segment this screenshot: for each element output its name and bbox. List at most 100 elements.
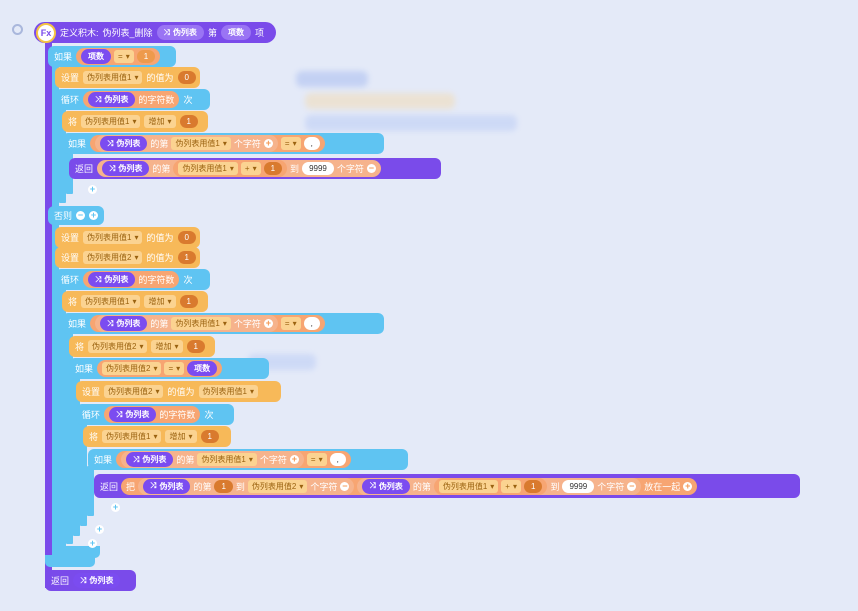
change-block[interactable]: 将 伪列表用值1 ▾ 增加 ▾ 1 xyxy=(62,111,208,132)
letter-of-operator[interactable]: ⤨伪列表 的第 伪列表用值1 ▾ 个字符 + xyxy=(95,315,278,332)
increase-dropdown[interactable]: 增加 ▾ xyxy=(151,340,183,353)
num-input[interactable]: 9999 xyxy=(302,162,334,175)
var-dropdown[interactable]: 伪列表用值2 ▾ xyxy=(88,340,148,353)
set-block[interactable]: 设置 伪列表用值2 ▾ 的值为 1 xyxy=(55,247,200,268)
if-block-4[interactable]: 如果 伪列表用值2 ▾ = ▾ 项数 xyxy=(69,358,269,379)
change-block[interactable]: 将 伪列表用值1 ▾ 增加 ▾ 1 xyxy=(62,291,208,312)
plus-operator[interactable]: 伪列表用值1 ▾ + ▾ 1 xyxy=(433,477,548,495)
list-reporter[interactable]: ⤨伪列表 xyxy=(109,407,157,422)
num-input[interactable]: 1 xyxy=(200,430,219,443)
var-reporter[interactable]: 伪列表用值1 ▾ xyxy=(171,317,231,330)
return-block-2[interactable]: 返回 把 ⤨伪列表 的第 1 到 伪列表用值2 ▾ 个字符 − ⤨伪列表 的第 … xyxy=(94,474,800,498)
num-input[interactable]: 0 xyxy=(177,71,196,84)
set-block[interactable]: 设置 伪列表用值1 ▾ 的值为 0 xyxy=(55,67,200,88)
eq-operator[interactable]: ⤨伪列表 的第 伪列表用值1 ▾ 个字符 + = ▾ , xyxy=(90,315,325,332)
num-input[interactable]: 0 xyxy=(177,231,196,244)
num-input[interactable]: 1 xyxy=(523,479,543,493)
items-reporter[interactable]: 项数 xyxy=(81,49,112,64)
eq-operator[interactable]: ⤨伪列表 的第 伪列表用值1 ▾ 个字符 + = ▾ , xyxy=(90,135,325,152)
set-block[interactable]: 设置 伪列表用值2 ▾ 的值为 伪列表用值1 ▾ xyxy=(76,381,281,402)
define-block[interactable]: Fx 定义积木: 伪列表_删除 ⤨伪列表 第 项数 项 xyxy=(34,22,276,43)
plus-dropdown[interactable]: + ▾ xyxy=(240,162,261,175)
var-dropdown[interactable]: 伪列表用值1 ▾ xyxy=(81,295,141,308)
text-input[interactable]: , xyxy=(329,453,346,466)
loop-block-3[interactable]: 循环 ⤨伪列表 的字符数 次 xyxy=(76,404,234,425)
eq-dropdown[interactable]: = ▾ xyxy=(280,317,301,330)
eq-operator[interactable]: ⤨伪列表 的第 伪列表用值1 ▾ 个字符 + = ▾ , xyxy=(116,451,351,468)
add-icon[interactable]: + xyxy=(89,210,98,220)
var-dropdown[interactable]: 伪列表用值1 ▾ xyxy=(102,430,162,443)
param-index[interactable]: 项数 xyxy=(220,25,251,40)
add-icon[interactable]: + xyxy=(95,524,104,534)
list-reporter[interactable]: ⤨伪列表 xyxy=(88,92,136,107)
var-reporter[interactable]: 伪列表用值1 ▾ xyxy=(178,162,238,175)
add-icon[interactable]: + xyxy=(111,502,120,512)
num-input[interactable]: 1 xyxy=(177,251,196,264)
num-input[interactable]: 1 xyxy=(263,162,283,175)
substring-operator[interactable]: ⤨伪列表 的第 伪列表用值1 ▾ + ▾ 1 到 9999 个字符 − xyxy=(357,477,642,495)
expand-icon[interactable]: + xyxy=(289,454,299,464)
list-reporter[interactable]: ⤨伪列表 xyxy=(362,478,410,494)
eq-operator[interactable]: 伪列表用值2 ▾ = ▾ 项数 xyxy=(97,360,223,377)
gear-icon[interactable] xyxy=(12,24,23,35)
eq-dropdown[interactable]: = ▾ xyxy=(280,137,301,150)
num-input[interactable]: 1 xyxy=(214,479,233,493)
plus-dropdown[interactable]: + ▾ xyxy=(501,479,521,493)
set-block[interactable]: 设置 伪列表用值1 ▾ 的值为 0 xyxy=(55,227,200,248)
increase-dropdown[interactable]: 增加 ▾ xyxy=(144,115,176,128)
change-block[interactable]: 将 伪列表用值2 ▾ 增加 ▾ 1 xyxy=(69,336,215,357)
var-dropdown[interactable]: 伪列表用值2 ▾ xyxy=(104,385,164,398)
list-reporter[interactable]: ⤨伪列表 xyxy=(143,478,191,494)
collapse-icon[interactable]: − xyxy=(340,480,350,491)
var-reporter[interactable]: 伪列表用值1 ▾ xyxy=(438,479,499,493)
expand-icon[interactable]: + xyxy=(683,480,693,491)
param-list[interactable]: ⤨伪列表 xyxy=(156,25,204,40)
change-block[interactable]: 将 伪列表用值1 ▾ 增加 ▾ 1 xyxy=(83,426,231,447)
join-operator[interactable]: 把 ⤨伪列表 的第 1 到 伪列表用值2 ▾ 个字符 − ⤨伪列表 的第 伪列表… xyxy=(121,477,698,495)
return-block-1[interactable]: 返回 ⤨伪列表 的第 伪列表用值1 ▾ + ▾ 1 到 9999 个字符 − xyxy=(69,158,441,179)
loop-block-1[interactable]: 循环 ⤨伪列表 的字符数 次 xyxy=(55,89,210,110)
expand-icon[interactable]: + xyxy=(263,138,273,148)
eq-dropdown[interactable]: = ▾ xyxy=(114,50,134,63)
expand-icon[interactable]: + xyxy=(263,318,273,328)
text-input[interactable]: , xyxy=(303,317,320,330)
num-input[interactable]: 1 xyxy=(136,50,156,63)
var-reporter[interactable]: 伪列表用值2 ▾ xyxy=(247,479,308,493)
increase-dropdown[interactable]: 增加 ▾ xyxy=(165,430,197,443)
var-dropdown[interactable]: 伪列表用值1 ▾ xyxy=(83,71,143,84)
length-operator[interactable]: ⤨伪列表 的字符数 xyxy=(83,91,180,108)
list-reporter[interactable]: ⤨伪列表 xyxy=(100,316,148,331)
if-block-5[interactable]: 如果 ⤨伪列表 的第 伪列表用值1 ▾ 个字符 + = ▾ , xyxy=(88,449,408,470)
list-reporter[interactable]: ⤨伪列表 xyxy=(100,136,148,151)
list-reporter[interactable]: ⤨伪列表 xyxy=(73,573,121,588)
collapse-icon[interactable]: − xyxy=(366,163,376,173)
list-reporter[interactable]: ⤨伪列表 xyxy=(126,452,174,467)
var-reporter[interactable]: 伪列表用值1 ▾ xyxy=(197,453,257,466)
items-reporter[interactable]: 项数 xyxy=(187,361,218,376)
letter-of-operator[interactable]: ⤨伪列表 的第 伪列表用值1 ▾ 个字符 + xyxy=(121,451,304,468)
increase-dropdown[interactable]: 增加 ▾ xyxy=(144,295,176,308)
add-icon[interactable]: + xyxy=(88,184,97,194)
if-block-1[interactable]: 如果 项数 = ▾ 1 xyxy=(48,46,176,67)
var-reporter[interactable]: 伪列表用值2 ▾ xyxy=(102,362,162,375)
eq-dropdown[interactable]: = ▾ xyxy=(306,453,327,466)
list-reporter[interactable]: ⤨伪列表 xyxy=(88,272,136,287)
num-input[interactable]: 1 xyxy=(186,340,205,353)
if-block-3[interactable]: 如果 ⤨伪列表 的第 伪列表用值1 ▾ 个字符 + = ▾ , xyxy=(62,313,384,334)
substring-operator[interactable]: ⤨伪列表 的第 1 到 伪列表用值2 ▾ 个字符 − xyxy=(138,477,355,495)
list-reporter[interactable]: ⤨伪列表 xyxy=(102,161,150,176)
text-input[interactable]: , xyxy=(303,137,320,150)
substring-operator[interactable]: ⤨伪列表 的第 伪列表用值1 ▾ + ▾ 1 到 9999 个字符 − xyxy=(97,160,381,177)
num-input[interactable]: 9999 xyxy=(562,479,595,493)
eq-operator[interactable]: 项数 = ▾ 1 xyxy=(76,48,161,65)
else-block[interactable]: 否则 − + xyxy=(48,206,104,225)
remove-icon[interactable]: − xyxy=(76,210,85,220)
var-reporter[interactable]: 伪列表用值1 ▾ xyxy=(198,385,258,398)
loop-block-2[interactable]: 循环 ⤨伪列表 的字符数 次 xyxy=(55,269,210,290)
collapse-icon[interactable]: − xyxy=(627,480,637,491)
add-icon[interactable]: + xyxy=(88,538,97,548)
letter-of-operator[interactable]: ⤨伪列表 的第 伪列表用值1 ▾ 个字符 + xyxy=(95,135,278,152)
var-reporter[interactable]: 伪列表用值1 ▾ xyxy=(171,137,231,150)
num-input[interactable]: 1 xyxy=(179,115,198,128)
length-operator[interactable]: ⤨伪列表 的字符数 xyxy=(104,406,201,423)
